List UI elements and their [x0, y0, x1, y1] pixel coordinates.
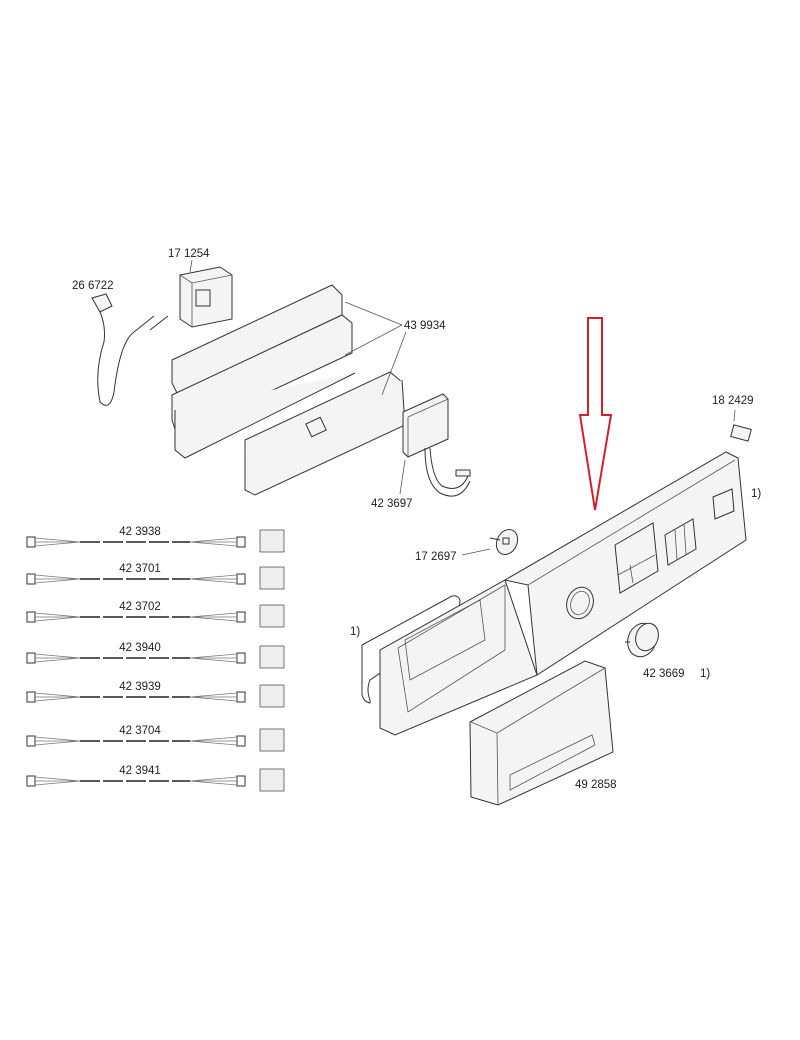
component-thumbnail	[259, 728, 285, 752]
connector-right	[236, 536, 246, 548]
connector-right	[236, 691, 246, 703]
label-display-module: 42 3697	[371, 498, 413, 510]
component-thumbnail	[259, 768, 285, 792]
label-bracket: 18 2429	[712, 395, 754, 407]
connector-left	[26, 735, 36, 747]
bracket-part	[730, 424, 752, 442]
control-module-part	[171, 284, 406, 496]
label-switch: 17 1254	[168, 248, 210, 260]
label-gasket-note: 1)	[350, 626, 360, 638]
label-knob-note: 1)	[700, 668, 710, 680]
knob-insert-part	[489, 528, 519, 556]
label-control-module: 43 9934	[404, 320, 446, 332]
connector-left	[26, 652, 36, 664]
harness-row: 42 3941	[26, 765, 285, 792]
leader-line	[461, 548, 491, 556]
drawer-frame-part	[361, 579, 538, 736]
connector-right	[236, 735, 246, 747]
connector-right	[236, 611, 246, 623]
connector-left	[26, 775, 36, 787]
label-panel-note: 1)	[751, 488, 761, 500]
leader-line	[399, 459, 406, 495]
label-power-cord: 26 6722	[72, 280, 114, 292]
connector-right	[236, 573, 246, 585]
connector-right	[236, 775, 246, 787]
power-cord-part	[91, 293, 169, 406]
label-knob: 42 3669	[643, 668, 685, 680]
leader-line	[733, 409, 736, 422]
harness-row: 42 3704	[26, 725, 285, 752]
connector-right	[236, 652, 246, 664]
red-arrow-icon	[578, 317, 613, 511]
harness-label: 42 3704	[119, 725, 161, 737]
harness-list: 42 3938 42 3701 42 3702 42 3940 42 3939 42 37…	[26, 526, 285, 792]
label-drawer-handle: 49 2858	[575, 779, 617, 791]
harness-label: 42 3701	[119, 563, 161, 575]
switch-part	[179, 266, 233, 328]
component-thumbnail	[259, 529, 285, 553]
harness-row: 42 3938	[26, 526, 285, 553]
connector-left	[26, 691, 36, 703]
harness-label: 42 3940	[119, 642, 161, 654]
connector-left	[26, 573, 36, 585]
leader-lines	[344, 301, 407, 396]
component-thumbnail	[259, 645, 285, 669]
component-thumbnail	[259, 684, 285, 708]
harness-label: 42 3938	[119, 526, 161, 538]
display-module-part	[402, 393, 471, 497]
harness-row: 42 3939	[26, 681, 285, 708]
harness-label: 42 3939	[119, 681, 161, 693]
component-thumbnail	[259, 604, 285, 628]
harness-label: 42 3941	[119, 765, 161, 777]
knob-part	[625, 622, 659, 658]
harness-row: 42 3701	[26, 563, 285, 590]
drawer-handle-part	[469, 660, 614, 806]
connector-left	[26, 536, 36, 548]
harness-label: 42 3702	[119, 601, 161, 613]
component-thumbnail	[259, 566, 285, 590]
control-panel-part	[503, 451, 747, 676]
connector-left	[26, 611, 36, 623]
label-knob-insert: 17 2697	[415, 551, 457, 563]
leader-line	[189, 259, 193, 273]
harness-row: 42 3702	[26, 601, 285, 628]
harness-row: 42 3940	[26, 642, 285, 669]
